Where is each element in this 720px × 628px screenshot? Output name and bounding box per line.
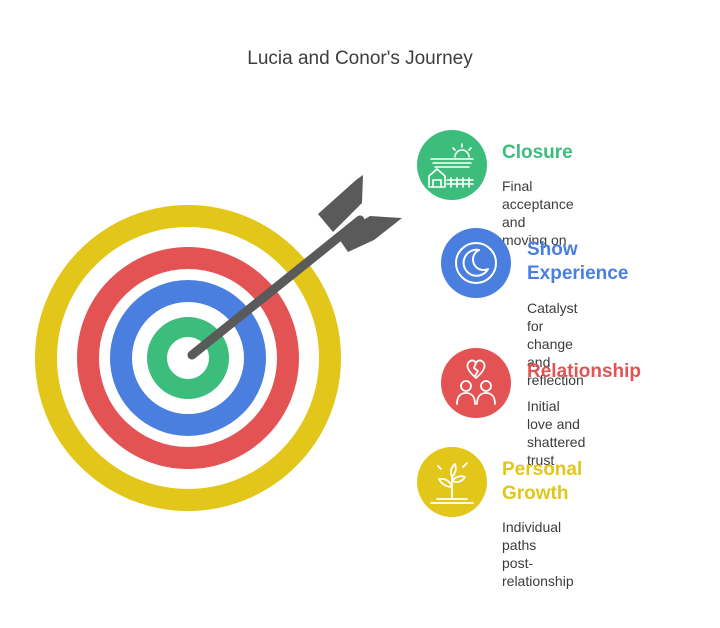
sprouting-plant-icon: [417, 447, 487, 517]
arrow: [187, 175, 402, 360]
sunrise-farm-icon: [417, 130, 487, 200]
broken-heart-couple-icon: [441, 348, 511, 418]
item-desc-show-experience: Catalyst for change and reflection: [527, 300, 584, 388]
diagram-title: Lucia and Conor's Journey: [247, 48, 473, 69]
item-title-relationship: Relationship: [527, 361, 642, 382]
item-desc-closure: Final acceptance and moving on: [502, 178, 574, 248]
ring-outer-yellow: [35, 205, 341, 511]
ring-green: [147, 317, 229, 399]
arrow-fletching-2: [337, 216, 402, 252]
item-title-show-experience: Show Experience: [527, 239, 629, 284]
arrow-fletching-1: [318, 175, 363, 232]
ring-red: [77, 247, 299, 469]
item-desc-relationship: Initial love and shattered trust: [527, 398, 586, 468]
moon-icon: [441, 228, 511, 298]
item-title-personal-growth: Personal Growth: [502, 459, 583, 504]
item-desc-personal-growth: Individual paths post-relationship: [502, 519, 574, 589]
ring-blue: [110, 280, 266, 436]
item-title-closure: Closure: [502, 142, 573, 163]
